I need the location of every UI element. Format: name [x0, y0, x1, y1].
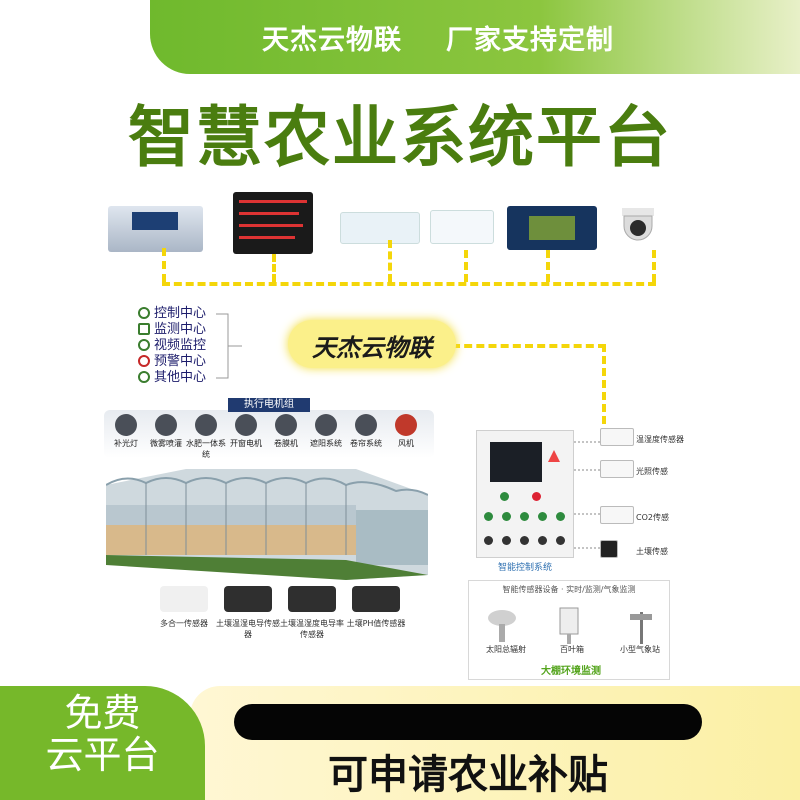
free-line-1: 免费 — [64, 691, 141, 735]
actuator-fertigation: 水肥一体系统 — [186, 414, 226, 460]
environment-header: 智能传感器设备 · 实时/监测/气象监测 — [502, 585, 636, 594]
brand-badge-text: 天杰云物联 — [312, 334, 432, 362]
sensor-label-4: 土壤PH值传感器 — [346, 619, 406, 628]
sensor-device-3 — [600, 506, 634, 524]
sensor-connector — [574, 441, 600, 549]
sensor-image-2 — [224, 586, 272, 612]
sensor-image-3 — [288, 586, 336, 612]
actuator-shade: 遮阳系统 — [306, 414, 346, 449]
cabinet-button — [520, 512, 529, 521]
environment-frame — [468, 580, 670, 680]
menu-item-other: 其他中心 — [138, 370, 206, 386]
actuator-title: 执行电机组 — [228, 398, 310, 412]
subsidy-text: 可申请农业补贴 — [328, 752, 608, 798]
device-label-radiation: 太阳总辐射 — [486, 645, 526, 654]
page-title: 智慧农业系统平台 — [128, 99, 672, 176]
monitor-icon — [138, 323, 150, 335]
actuator-mist: 微雾喷灌 — [146, 414, 186, 449]
actuator-panel: 补光灯 微雾喷灌 水肥一体系统 开窗电机 卷膜机 遮阳系统 卷帘系统 风机 — [104, 410, 434, 460]
cabinet-button — [538, 536, 547, 545]
actuator-window: 开窗电机 — [226, 414, 266, 449]
controller-label: 智能控制系统 — [497, 563, 552, 573]
sensor-label-3: 土壤温湿度电导率传感器 — [280, 619, 344, 639]
control-room-image — [108, 206, 203, 252]
actuator-fan: 风机 — [386, 414, 426, 449]
top-banner — [150, 0, 800, 74]
cabinet-button — [520, 536, 529, 545]
environment-title: 大棚环境监测 — [541, 666, 601, 677]
sensor-image-4 — [352, 586, 400, 612]
greenhouse-illustration — [106, 469, 428, 580]
sensor-image-1 — [160, 586, 208, 612]
sensor-label-soil: 土壤传感 — [636, 547, 668, 556]
dashboard-screenshot-2 — [430, 210, 494, 244]
menu-item-control-center: 控制中心 — [138, 306, 206, 322]
actuator-light: 补光灯 — [106, 414, 146, 449]
cabinet-button — [556, 536, 565, 545]
sensor-device-1 — [600, 428, 634, 446]
cabinet-button — [484, 512, 493, 521]
sensor-label-2: 土壤温湿电导传感器 — [216, 619, 280, 639]
menu-item-monitor-center: 监测中心 — [138, 322, 206, 338]
tagline: 厂家支持定制 — [446, 25, 614, 56]
menu-item-video: 视频监控 — [138, 338, 206, 354]
sensor-label-light: 光照传感 — [636, 467, 668, 476]
device-label-weather-station: 小型气象站 — [620, 645, 660, 654]
alarm-icon — [138, 355, 150, 367]
cabinet-button — [500, 492, 509, 501]
weather-devices — [488, 607, 652, 644]
camera-icon — [138, 339, 150, 351]
free-platform-text: 免费 云平台 — [20, 692, 185, 776]
device-label-louver: 百叶箱 — [560, 645, 584, 654]
actuator-curtain: 卷帘系统 — [346, 414, 386, 449]
cabinet-button — [484, 536, 493, 545]
cabinet-button — [556, 512, 565, 521]
sensor-device-2 — [600, 460, 634, 478]
actuator-film-roller: 卷膜机 — [266, 414, 306, 449]
dome-camera-icon — [622, 208, 654, 241]
brand-name: 天杰云物联 — [262, 25, 402, 56]
cabinet-button — [532, 492, 541, 501]
led-display-image — [233, 192, 313, 254]
sensor-label-co2: CO2传感 — [636, 513, 669, 522]
menu-bracket — [216, 313, 242, 379]
cabinet-screen — [490, 442, 542, 482]
free-platform-badge — [0, 686, 205, 800]
cabinet-button — [502, 536, 511, 545]
sensor-device-4 — [600, 540, 618, 558]
cabinet-button — [502, 512, 511, 521]
sensor-label-1: 多合一传感器 — [160, 619, 208, 628]
big-screen-image — [507, 206, 597, 250]
menu-item-alarm: 预警中心 — [138, 354, 206, 370]
sensor-label-temp: 温湿度传感器 — [636, 435, 684, 444]
cabinet-button — [538, 512, 547, 521]
free-line-2: 云平台 — [45, 733, 160, 777]
brand-badge — [288, 320, 456, 368]
dashboard-screenshot-1 — [340, 212, 420, 244]
black-bar — [234, 704, 702, 740]
gear-icon — [138, 371, 150, 383]
target-icon — [138, 307, 150, 319]
